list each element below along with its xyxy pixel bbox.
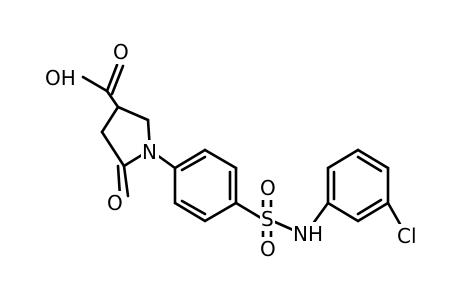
bond-ring-c3-c4 [116,105,150,122]
bond-benzene-1 [173,148,207,170]
bond-c-o-double-2 [110,64,125,96]
bond-clph-3-inner [356,155,383,173]
sulfonyl-oxygen-top-label: O [260,176,276,200]
bond-c-oh [81,75,109,93]
lactam-oxygen-label: O [107,191,123,215]
bond-phenyl-s [234,201,263,220]
carbonyl-oxygen-label: O [113,40,129,64]
bond-benzene-4 [203,201,238,223]
bond-clph-2 [326,148,360,170]
bond-clph-5 [356,201,390,223]
bond-c-cl [386,201,402,226]
bond-c-o-double-1 [105,63,119,93]
bond-benzene-1-inner [180,155,207,172]
bond-nh-aryl [310,201,330,227]
sulfur-label: S [261,207,274,231]
hydroxyl-label: OH [45,66,76,90]
sulfonyl-oxygen-bottom-label: O [260,237,276,261]
bond-layer [81,63,402,240]
bond-ring-c2-c1 [100,130,126,168]
bond-benzene-2 [203,148,238,170]
bond-benzene-5-inner [180,199,207,216]
bond-ring-c3-c2 [100,105,120,134]
amide-nh-label: NH [293,222,323,246]
atom-label-layer: OH O N O S O O NH Cl [44,40,420,261]
ring-nitrogen-label: N [142,140,157,164]
bond-lactam-co-1 [122,164,130,198]
bond-clph-3 [356,148,390,170]
bond-c-ring [105,89,120,109]
bond-benzene-5 [173,201,207,223]
chlorine-label: Cl [397,224,417,248]
bond-clph-6 [326,201,360,223]
bond-clph-5-inner [356,198,383,216]
